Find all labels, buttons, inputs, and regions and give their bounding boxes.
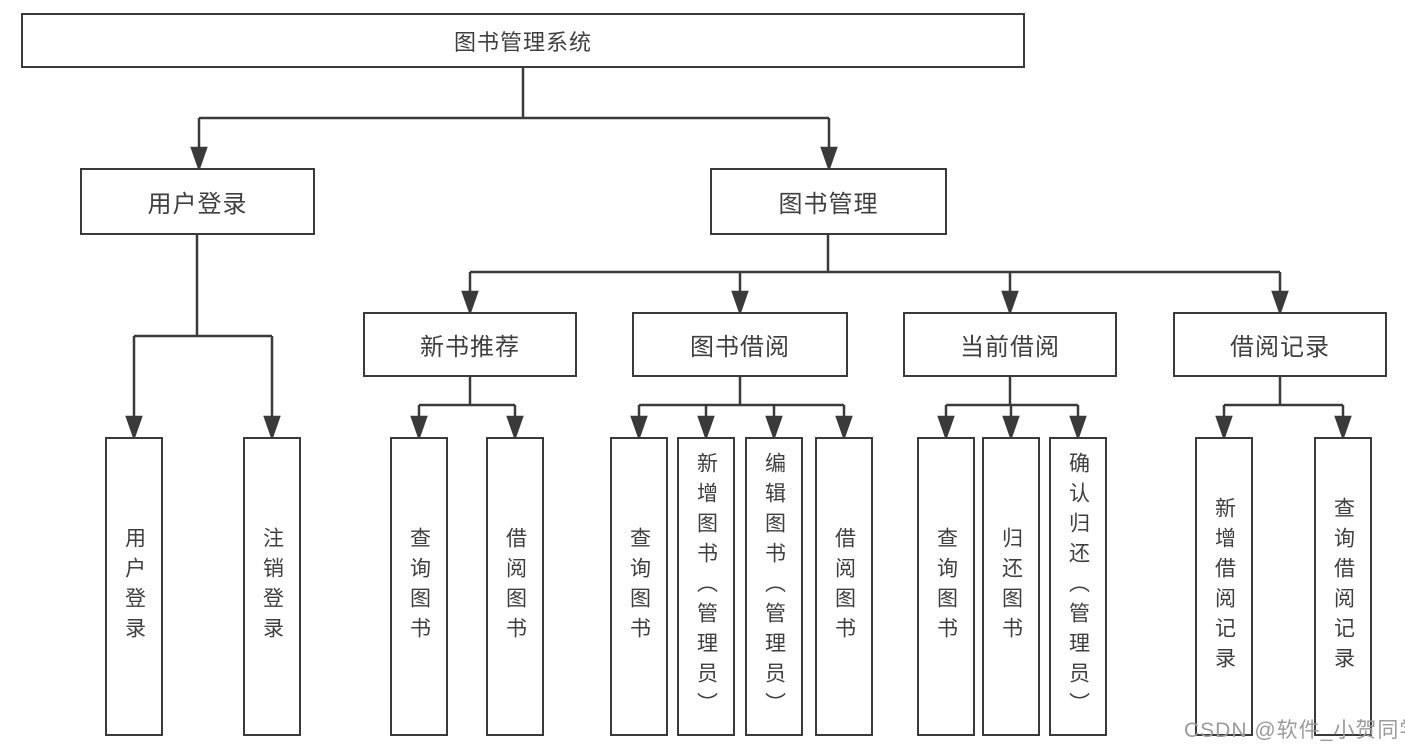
leaf-query-books-current: 查询图书: [917, 437, 975, 736]
leaf-add-books-admin: 新增图书（管理员）: [677, 437, 735, 736]
connector-book-borrow-children: [630, 377, 853, 441]
leaf-borrow-books: 借阅图书: [815, 437, 873, 736]
connector-user-login-children: [125, 235, 281, 441]
connector-root-to-level2: [190, 68, 838, 172]
leaf-user-login: 用户登录: [105, 437, 163, 736]
node-root-label: 图书管理系统: [453, 29, 592, 55]
leaf-query-books-borrow: 查询图书: [610, 437, 668, 736]
node-current-borrow: 当前借阅: [903, 312, 1117, 377]
node-borrow-record-label: 借阅记录: [1230, 334, 1330, 361]
leaf-return-books-label: 归还图书: [999, 526, 1023, 647]
leaf-borrow-books-label: 借阅图书: [832, 526, 856, 647]
leaf-add-borrow-record: 新增借阅记录: [1195, 437, 1253, 736]
node-new-book-recommend-label: 新书推荐: [420, 334, 520, 361]
leaf-query-borrow-record-label: 查询借阅记录: [1331, 496, 1355, 677]
leaf-query-borrow-record: 查询借阅记录: [1314, 437, 1372, 736]
node-user-login: 用户登录: [80, 168, 315, 235]
node-book-borrow-label: 图书借阅: [690, 334, 790, 361]
leaf-query-books-recommend: 查询图书: [390, 437, 448, 736]
node-book-management: 图书管理: [710, 168, 947, 235]
node-new-book-recommend: 新书推荐: [363, 312, 577, 377]
node-book-borrow: 图书借阅: [632, 312, 848, 377]
leaf-confirm-return-admin: 确认归还（管理员）: [1049, 437, 1107, 736]
leaf-user-login-label: 用户登录: [122, 526, 146, 647]
leaf-logout-label: 注销登录: [260, 526, 284, 647]
leaf-borrow-books-recommend: 借阅图书: [486, 437, 544, 736]
leaf-query-books-borrow-label: 查询图书: [627, 526, 651, 647]
leaf-confirm-return-admin-label: 确认归还（管理员）: [1066, 451, 1090, 722]
leaf-borrow-books-recommend-label: 借阅图书: [503, 526, 527, 647]
node-user-login-label: 用户登录: [147, 191, 248, 218]
leaf-edit-books-admin-label: 编辑图书（管理员）: [762, 451, 786, 722]
connector-current-borrow-children: [937, 377, 1087, 441]
csdn-watermark: CSDN @软件_小贺同学: [1184, 719, 1405, 742]
leaf-add-books-admin-label: 新增图书（管理员）: [694, 451, 718, 722]
leaf-query-books-current-label: 查询图书: [934, 526, 958, 647]
node-book-management-label: 图书管理: [778, 191, 879, 218]
node-borrow-record: 借阅记录: [1173, 312, 1387, 377]
leaf-query-books-recommend-label: 查询图书: [407, 526, 431, 647]
node-root: 图书管理系统: [21, 13, 1025, 68]
leaf-add-borrow-record-label: 新增借阅记录: [1212, 496, 1236, 677]
leaf-edit-books-admin: 编辑图书（管理员）: [745, 437, 803, 736]
leaf-logout: 注销登录: [243, 437, 301, 736]
connector-borrow-record-children: [1215, 377, 1352, 441]
node-current-borrow-label: 当前借阅: [960, 334, 1060, 361]
leaf-return-books: 归还图书: [982, 437, 1040, 736]
connector-new-book-rec-children: [410, 377, 524, 441]
connector-book-management-children: [461, 235, 1289, 316]
